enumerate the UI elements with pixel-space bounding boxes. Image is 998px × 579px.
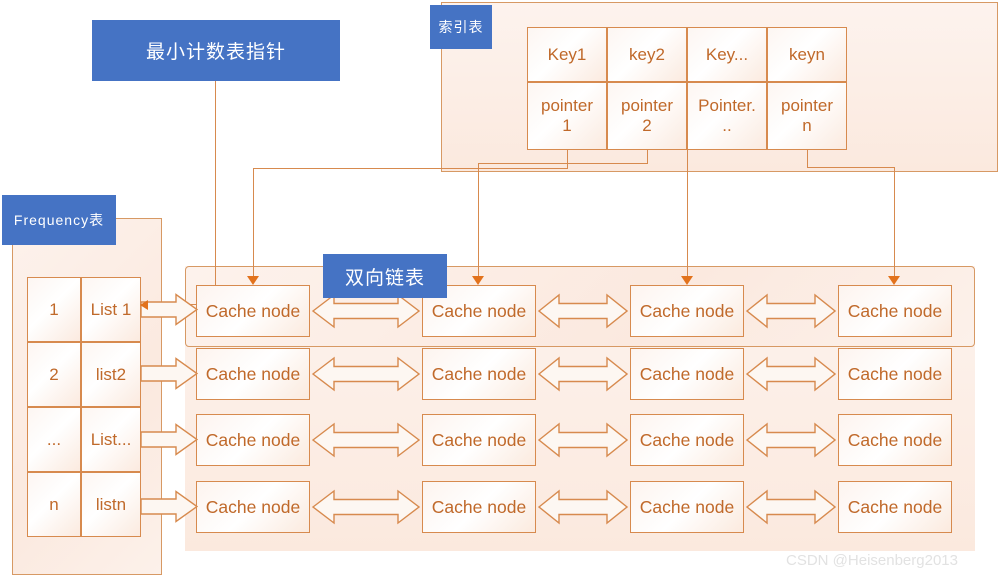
index-pointer-line2: .. <box>722 116 732 135</box>
node-link-double-arrow-icon <box>312 293 420 329</box>
cache-node: Cache node <box>838 481 952 533</box>
cache-node: Cache node <box>196 285 310 337</box>
node-link-double-arrow-icon <box>746 422 836 458</box>
cache-node: Cache node <box>838 285 952 337</box>
frequency-cell-freq-1: 1 <box>27 277 81 342</box>
cache-node: Cache node <box>630 285 744 337</box>
index-pointer-cell-1: pointer 1 <box>527 82 607 150</box>
min-pointer-connector-vertical <box>215 81 217 305</box>
frequency-cell-list-3: List... <box>81 407 141 472</box>
index-pointer-line1: Pointer. <box>698 96 756 116</box>
pointer2-connector-v2 <box>478 163 480 278</box>
node-link-double-arrow-icon <box>538 422 628 458</box>
cache-node: Cache node <box>422 414 536 466</box>
pointer2-arrowhead-icon <box>472 276 484 285</box>
list-to-node-arrow-icon <box>140 357 198 390</box>
frequency-cell-list-2: list2 <box>81 342 141 407</box>
index-pointer-cell-4: pointer n <box>767 82 847 150</box>
cache-node: Cache node <box>630 481 744 533</box>
frequency-cell-freq-3: ... <box>27 407 81 472</box>
cache-node: Cache node <box>630 414 744 466</box>
pointer1-arrowhead-icon <box>247 276 259 285</box>
node-link-double-arrow-icon <box>538 293 628 329</box>
pointer4-connector-v1 <box>807 150 809 168</box>
node-link-double-arrow-icon <box>746 293 836 329</box>
node-link-double-arrow-icon <box>746 356 836 392</box>
index-key-cell-2: key2 <box>607 27 687 82</box>
node-link-double-arrow-icon <box>746 489 836 525</box>
min-pointer-arrowhead-icon <box>140 300 148 310</box>
index-pointer-line2: 1 <box>562 116 572 135</box>
cache-node: Cache node <box>422 348 536 400</box>
node-link-double-arrow-icon <box>312 489 420 525</box>
cache-node: Cache node <box>630 348 744 400</box>
pointer4-connector-v2 <box>894 167 896 278</box>
index-pointer-line1: pointer <box>781 96 833 116</box>
min-count-pointer-label: 最小计数表指针 <box>92 20 340 81</box>
pointer4-arrowhead-icon <box>888 276 900 285</box>
pointer3-connector-v <box>687 150 689 278</box>
cache-node: Cache node <box>838 414 952 466</box>
pointer1-connector-v2 <box>253 168 255 278</box>
frequency-cell-list-4: listn <box>81 472 141 537</box>
frequency-cell-list-1: List 1 <box>81 277 141 342</box>
frequency-table-label: Frequency表 <box>2 195 116 245</box>
node-link-double-arrow-icon <box>538 356 628 392</box>
pointer4-connector-h <box>807 167 895 169</box>
node-link-double-arrow-icon <box>538 489 628 525</box>
index-pointer-line1: pointer <box>621 96 673 116</box>
list-to-node-arrow-icon <box>140 293 198 326</box>
list-to-node-arrow-icon <box>140 423 198 456</box>
pointer3-arrowhead-icon <box>681 276 693 285</box>
frequency-cell-freq-4: n <box>27 472 81 537</box>
cache-node: Cache node <box>838 348 952 400</box>
cache-node: Cache node <box>422 481 536 533</box>
cache-node: Cache node <box>196 414 310 466</box>
index-pointer-line1: pointer <box>541 96 593 116</box>
watermark: CSDN @Heisenberg2013 <box>786 552 958 569</box>
doubly-linked-list-label: 双向链表 <box>323 254 447 298</box>
frequency-cell-freq-2: 2 <box>27 342 81 407</box>
cache-node: Cache node <box>196 481 310 533</box>
pointer1-connector-h <box>253 168 568 170</box>
index-pointer-cell-3: Pointer. .. <box>687 82 767 150</box>
index-key-cell-4: keyn <box>767 27 847 82</box>
cache-node: Cache node <box>196 348 310 400</box>
pointer1-connector-v1 <box>567 150 569 169</box>
index-key-cell-3: Key... <box>687 27 767 82</box>
pointer2-connector-h <box>478 163 648 165</box>
pointer2-connector-v1 <box>647 150 649 164</box>
index-pointer-line2: n <box>802 116 812 135</box>
list-to-node-arrow-icon <box>140 490 198 523</box>
node-link-double-arrow-icon <box>312 422 420 458</box>
index-pointer-cell-2: pointer 2 <box>607 82 687 150</box>
node-link-double-arrow-icon <box>312 356 420 392</box>
index-key-cell-1: Key1 <box>527 27 607 82</box>
index-table-label: 索引表 <box>430 5 492 49</box>
index-pointer-line2: 2 <box>642 116 652 135</box>
